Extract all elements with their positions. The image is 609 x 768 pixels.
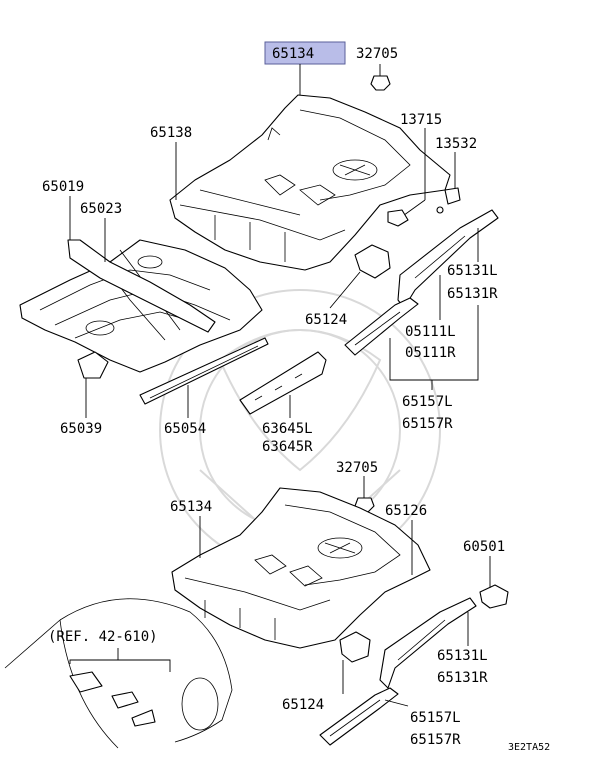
side-member-65131-bottom xyxy=(379,597,477,689)
label-65019[interactable]: 65019 xyxy=(42,179,84,195)
rear-floor-pan-top xyxy=(169,94,451,271)
label-65039[interactable]: 65039 xyxy=(60,421,102,437)
label-65157R-top[interactable]: 65157R xyxy=(402,416,453,432)
label-13715[interactable]: 13715 xyxy=(400,112,442,128)
label-60501[interactable]: 60501 xyxy=(463,539,505,555)
label-65157R-bot[interactable]: 65157R xyxy=(410,732,461,748)
label-65157L-top[interactable]: 65157L xyxy=(402,394,453,410)
bracket-65039 xyxy=(77,351,109,379)
label-13532[interactable]: 13532 xyxy=(435,136,477,152)
label-65138[interactable]: 65138 xyxy=(150,125,192,141)
side-sill-65157-top xyxy=(344,297,419,356)
bracket-13715 xyxy=(387,209,409,227)
label-65134-bot[interactable]: 65134 xyxy=(170,499,212,515)
clip-13532 xyxy=(436,187,461,214)
sill-reinforcement-65054 xyxy=(139,337,269,405)
ref-label: (REF. 42-610) xyxy=(48,629,158,645)
label-05111L[interactable]: 05111L xyxy=(405,324,456,340)
bracket-65124-bottom xyxy=(339,631,371,663)
label-65124-bot[interactable]: 65124 xyxy=(282,697,324,713)
side-sill-65157-bottom xyxy=(319,687,399,746)
label-65134-top[interactable]: 65134 xyxy=(272,46,314,62)
label-65023[interactable]: 65023 xyxy=(80,201,122,217)
rear-floor-pan-bottom xyxy=(171,487,431,649)
bracket-65124-top xyxy=(354,244,391,279)
label-32705-bot[interactable]: 32705 xyxy=(336,460,378,476)
label-63645L[interactable]: 63645L xyxy=(262,421,313,437)
label-65157L-bot[interactable]: 65157L xyxy=(410,710,461,726)
label-65131R-top[interactable]: 65131R xyxy=(447,286,498,302)
label-05111R[interactable]: 05111R xyxy=(405,345,456,361)
member-63645 xyxy=(239,351,327,415)
diagram-code: 3E2TA52 xyxy=(508,742,550,753)
label-65131L-bot[interactable]: 65131L xyxy=(437,648,488,664)
bracket-60501 xyxy=(479,584,509,609)
label-65124-top[interactable]: 65124 xyxy=(305,312,347,328)
highlight-box-65134 xyxy=(264,41,346,65)
car-reference-sketch xyxy=(4,598,233,749)
nut-32705-top xyxy=(370,64,391,91)
label-65131L-top[interactable]: 65131L xyxy=(447,263,498,279)
label-65126[interactable]: 65126 xyxy=(385,503,427,519)
label-32705-top[interactable]: 32705 xyxy=(356,46,398,62)
label-65131R-bot[interactable]: 65131R xyxy=(437,670,488,686)
front-floor-pan xyxy=(19,239,263,373)
label-63645R[interactable]: 63645R xyxy=(262,439,313,455)
label-65054[interactable]: 65054 xyxy=(164,421,206,437)
